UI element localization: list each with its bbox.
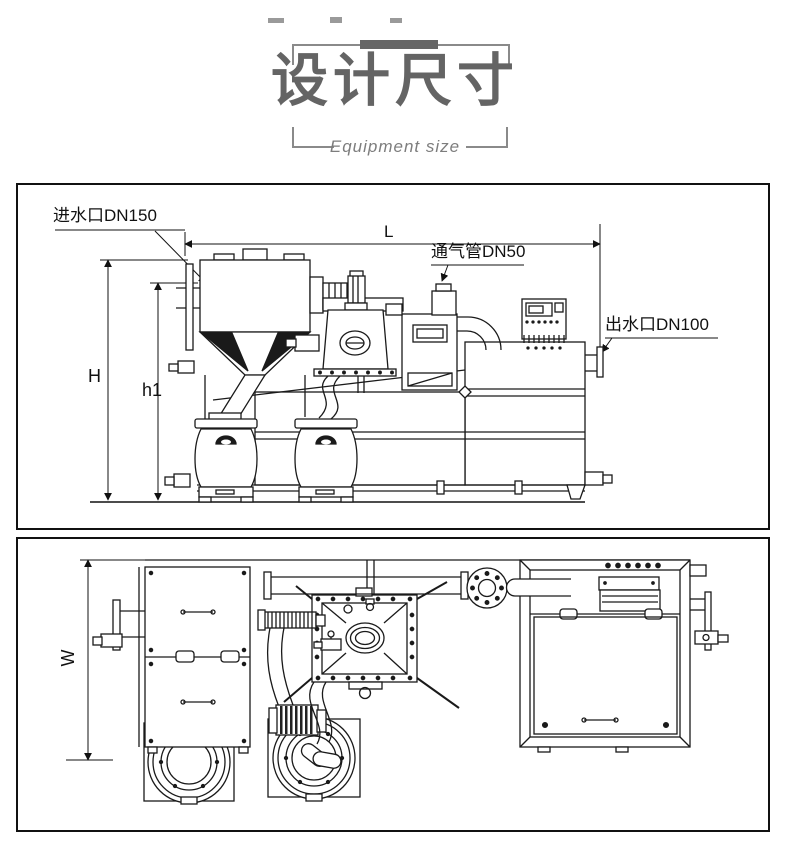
dimension-lines [55,224,718,503]
outlet-flange [585,346,604,378]
drain-valves [164,471,613,488]
side-view-panel: 进水口DN150 L 通气管DN50 出水口DN100 H h1 [16,183,770,530]
separator-tank [464,341,586,486]
dim-label-width: W [58,649,78,667]
dimension-lines [66,559,145,761]
oil-collection-barrel-1 [194,418,258,503]
control-panel [521,298,567,350]
dim-label-height: H [88,366,101,386]
plan-top-pipe [263,567,571,609]
title-frame-bar [360,40,438,49]
label-outlet: 出水口DN100 [605,315,709,334]
label-vent: 通气管DN50 [431,242,526,261]
mixing-vessel [285,270,397,377]
side-view-drawing [55,224,718,503]
cropped-text-fragment [330,17,342,23]
inlet-hopper-tank [168,248,312,441]
plan-center-vessel [283,560,460,709]
left-tank-plan [138,566,251,754]
flex-hoses [257,609,342,769]
page-subtitle: Equipment size [329,137,461,156]
plan-inlet-flange [92,599,145,651]
dim-label-inner-height: h1 [142,380,163,400]
cropped-text-fragment [390,18,402,23]
vent-box [385,283,458,391]
plan-view-panel: W [16,537,770,832]
dim-label-length: L [384,222,394,241]
page-title: 设计尺寸 [271,49,519,113]
elbow-pipe [457,316,502,351]
label-inlet: 进水口DN150 [53,206,157,225]
main-tank-body [197,369,586,500]
title-frame-bottom-right [466,127,508,148]
drain-hose [318,375,341,420]
cropped-text-fragment [268,18,284,23]
oil-collection-barrel-2 [294,418,358,503]
title-frame-bottom-left [292,127,334,148]
inlet-flange [176,263,200,351]
plan-view-drawing [66,559,729,805]
